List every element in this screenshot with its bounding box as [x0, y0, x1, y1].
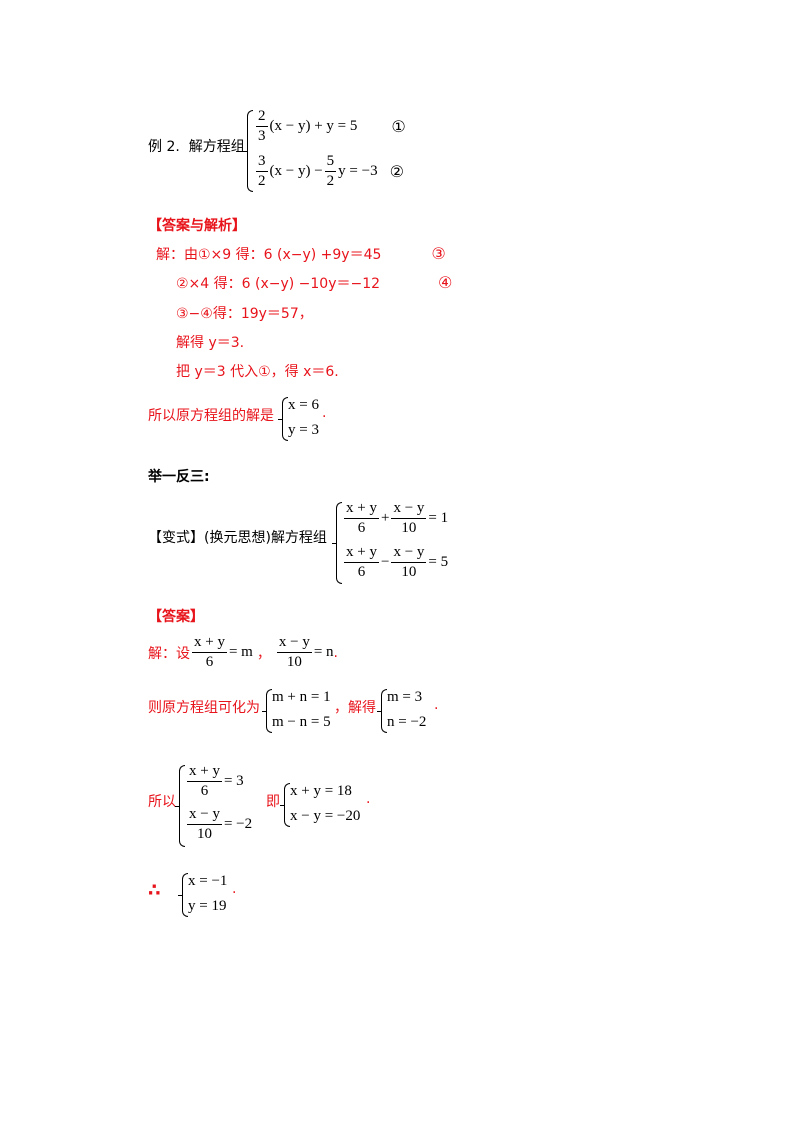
therefore-symbol: ∴ [148, 880, 161, 901]
equation-mark-2: ② [389, 162, 404, 181]
final-equation-2: y = 19 [188, 898, 227, 914]
mn-solution-2: n = −2 [387, 714, 427, 730]
mn-system-brace [262, 689, 272, 733]
conclusion-label: 所以原方程组的解是 [148, 408, 274, 424]
so-label: 所以 [148, 794, 176, 810]
example-system-brace [243, 110, 253, 192]
final-system-brace [178, 873, 188, 917]
equation-mark-1: ① [391, 117, 406, 136]
mn-period: . [434, 697, 439, 713]
solve-label: ，解得 [334, 700, 376, 716]
final-period: . [232, 881, 237, 897]
practice-heading: 举一反三: [148, 469, 210, 485]
ji-label: 即 [266, 794, 280, 810]
mn-equation-1: m + n = 1 [272, 689, 331, 705]
analysis-heading: 【答案与解析】 [148, 218, 246, 234]
mn-solution-brace [377, 689, 387, 733]
mn-solution-1: m = 3 [387, 689, 423, 705]
final-equation-1: x = −1 [188, 873, 228, 889]
analysis-line-4: 解得 y＝3. [176, 335, 245, 351]
analysis-line-3: ③−④得：19y＝57， [176, 306, 313, 322]
conclusion-period: . [322, 405, 327, 421]
example-label: 例 2. 解方程组 [148, 139, 245, 155]
ji-system-brace [280, 783, 290, 827]
transform-label: 则原方程组可化为 [148, 700, 260, 716]
analysis-line-5: 把 y＝3 代入①，得 x＝6. [176, 364, 339, 380]
mn-equation-2: m − n = 5 [272, 714, 331, 730]
answer-heading: 【答案】 [148, 609, 204, 625]
ji-equation-1: x + y = 18 [290, 783, 352, 799]
practice-prompt: 【变式】(换元思想)解方程组 [148, 530, 327, 546]
so-system-brace [175, 765, 185, 847]
practice-system-brace [332, 502, 342, 584]
conclusion-brace [278, 397, 288, 441]
ji-period: . [366, 791, 371, 807]
ji-equation-2: x − y = −20 [290, 808, 361, 824]
conclusion-eq-1: x = 6 [288, 397, 319, 413]
conclusion-eq-2: y = 3 [288, 422, 319, 438]
